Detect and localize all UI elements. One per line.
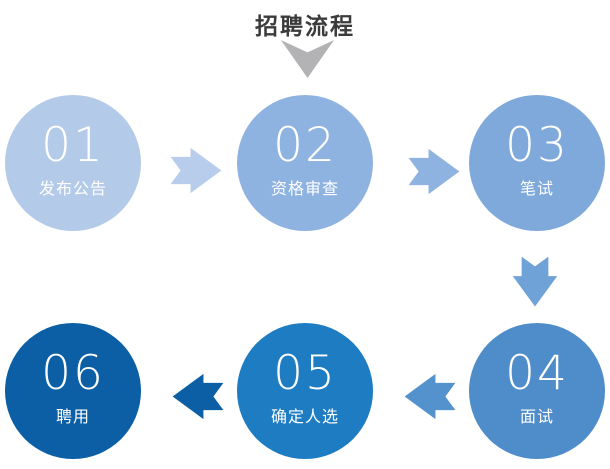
step-label: 发布公告 [38, 181, 107, 199]
step-number: 03 [505, 117, 569, 173]
step-circle-02: 02 资格审查 [237, 95, 373, 231]
step-number: 06 [41, 345, 105, 401]
step-circle-06: 06 聘用 [5, 323, 141, 459]
chevron-down-icon [280, 40, 335, 78]
arrow-right-icon [408, 148, 460, 195]
arrow-right-shape [408, 148, 460, 195]
arrow-left-shape [404, 373, 456, 420]
arrow-left-icon [172, 373, 224, 420]
step-number: 05 [273, 345, 337, 401]
arrow-right-icon [170, 147, 222, 194]
step-number: 01 [41, 117, 105, 173]
arrow-right-shape [170, 147, 222, 194]
step-number: 02 [273, 117, 337, 173]
step-label: 聘用 [55, 409, 90, 427]
step-circle-04: 04 面试 [469, 323, 605, 459]
arrow-left-icon [404, 373, 456, 420]
step-label: 面试 [519, 409, 554, 427]
step-circle-05: 05 确定人选 [237, 323, 373, 459]
arrow-down-shape [512, 256, 558, 307]
step-number: 04 [505, 345, 569, 401]
step-circle-03: 03 笔试 [469, 95, 605, 231]
step-label: 资格审查 [270, 181, 339, 199]
arrow-left-shape [172, 373, 224, 420]
step-circle-01: 01 发布公告 [5, 95, 141, 231]
arrow-down-icon [512, 256, 558, 307]
step-label: 确定人选 [270, 409, 339, 427]
chevron-down-shape [280, 40, 335, 78]
page-title: 招聘流程 [255, 13, 355, 39]
step-label: 笔试 [519, 181, 554, 199]
